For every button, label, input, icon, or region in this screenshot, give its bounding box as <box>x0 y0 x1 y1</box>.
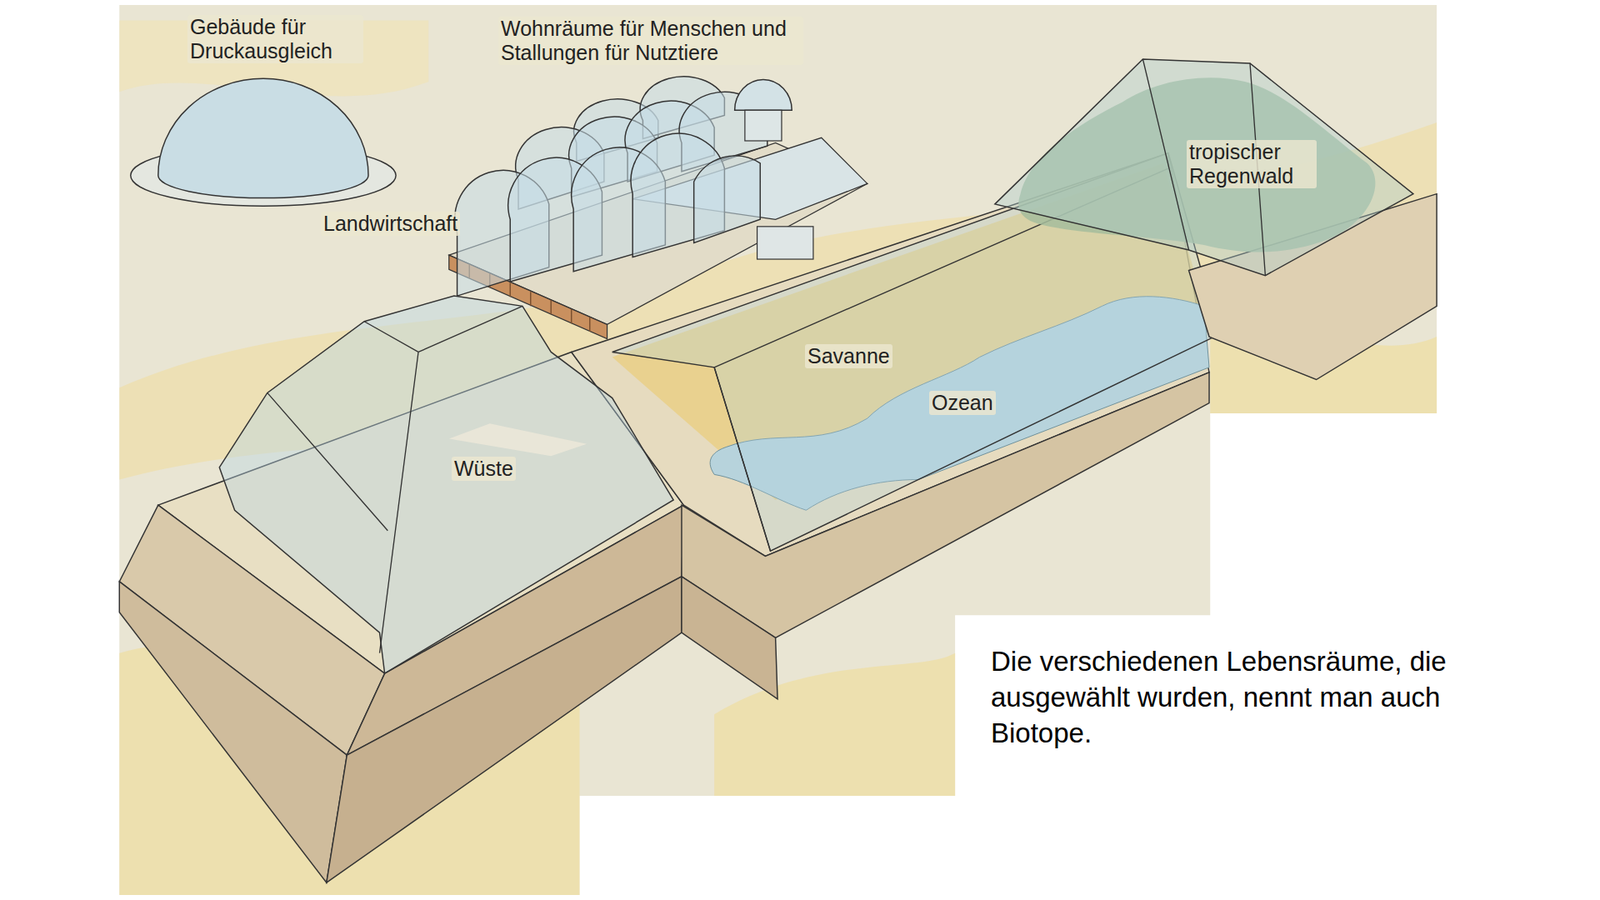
biome-slab-wall <box>681 576 778 700</box>
greenhouse-arches <box>455 76 768 296</box>
biome-label: tropischer Regenwald <box>1186 140 1317 189</box>
note-text: Die verschiedenen Lebensräume, die ausge… <box>988 644 1506 752</box>
building-label: Gebäude für Druckausgleich <box>187 15 364 64</box>
building-label: Wohnräume für Menschen und Stallungen fü… <box>498 16 804 65</box>
rainforest-glass <box>995 59 1414 276</box>
glass-edge <box>267 305 523 653</box>
tower <box>745 110 782 141</box>
area-label: Landwirtschaft <box>320 211 460 236</box>
desert-floor-mark <box>449 423 587 456</box>
tower-dome <box>735 80 793 111</box>
annex-box <box>757 226 814 260</box>
biome-label: Savanne <box>805 344 893 369</box>
desert-glass <box>219 295 674 674</box>
biome-label: Ozean <box>929 390 996 415</box>
pressure-dome <box>158 78 369 198</box>
biome-label: Wüste <box>451 456 516 481</box>
desert-slab-wall <box>119 581 347 883</box>
illustration-ground <box>119 5 1437 895</box>
